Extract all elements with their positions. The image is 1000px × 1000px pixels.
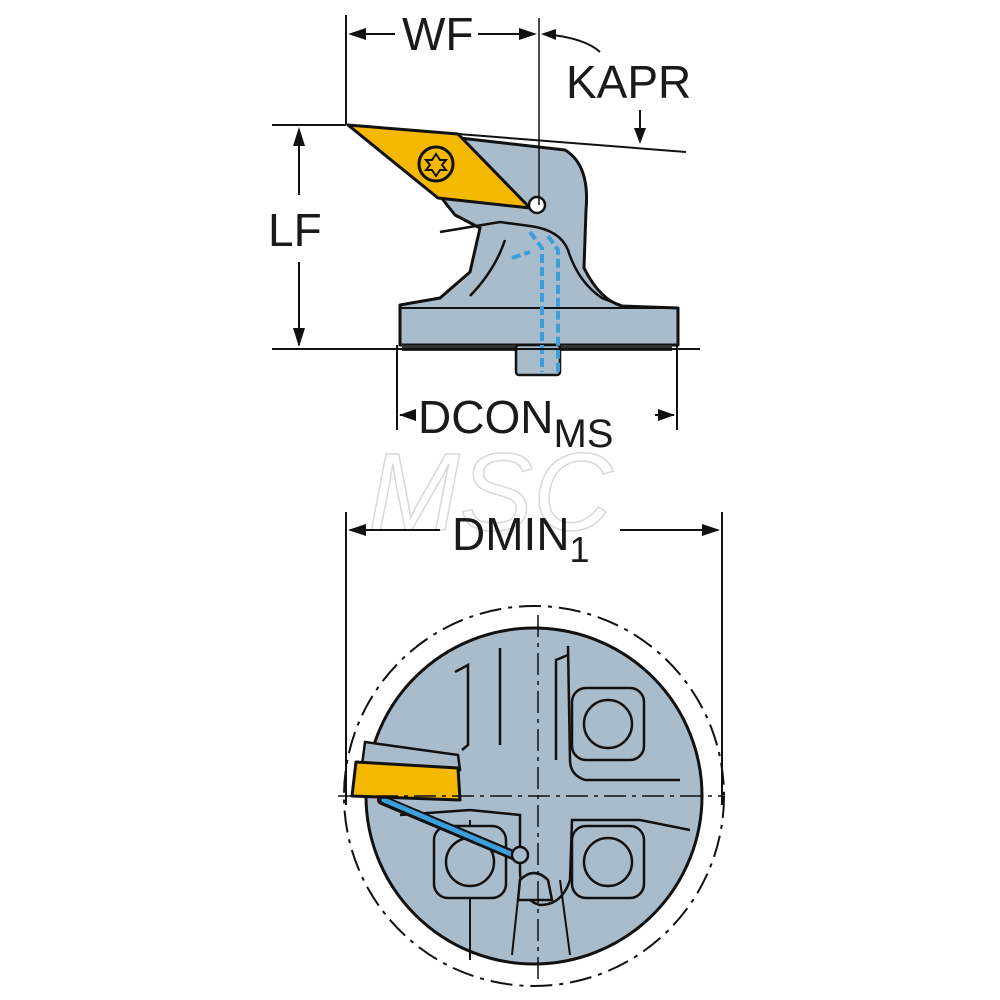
- dcon-arrow-left: [399, 409, 416, 421]
- coolant-outlet: [510, 845, 530, 865]
- dcon-label: DCONMS: [418, 391, 613, 456]
- dcon-label-main: DCON: [418, 391, 553, 443]
- dmin-reference-circle: [343, 605, 725, 987]
- insert-screw: [417, 145, 455, 183]
- screw-hole-bottom-right: [570, 824, 646, 900]
- dmin-arrow-left: [348, 524, 366, 536]
- lf-arrow-bottom: [293, 328, 305, 347]
- kapr-reference-line: [457, 133, 687, 153]
- lf-arrow-top: [293, 127, 305, 146]
- top-view-coolant-channel-fill: [381, 797, 521, 860]
- top-view-clamp-outline: [554, 645, 680, 782]
- watermark-text: MSC: [368, 431, 614, 554]
- side-view-contour: [439, 220, 621, 307]
- wf-label: WF: [402, 8, 474, 60]
- torx-icon: [423, 152, 449, 178]
- top-view-cutting-insert: [350, 760, 462, 802]
- side-view-contour-2: [469, 239, 507, 297]
- top-view-pocket-outline: [454, 648, 502, 751]
- dcon-arrow-right: [658, 409, 675, 421]
- lf-label: LF: [268, 204, 322, 256]
- screw-hole-top-right: [570, 686, 646, 762]
- kapr-arc-arrow: [541, 29, 556, 40]
- wf-arrow-right: [519, 28, 537, 40]
- insert-nose-pin: [527, 195, 547, 215]
- kapr-pointer-arrow: [634, 128, 646, 144]
- wf-arrow-left: [348, 28, 366, 40]
- dmin-label-subscript: 1: [570, 529, 590, 570]
- side-view: WF KAPR LF DCONMS: [268, 8, 700, 456]
- dmin-arrow-right: [702, 524, 720, 536]
- center-hub: [516, 871, 554, 902]
- top-view: DMIN1: [338, 508, 725, 987]
- side-view-screw-stub: [514, 343, 562, 377]
- dmin-label-main: DMIN: [452, 508, 570, 560]
- top-view-lower-outline: [399, 808, 691, 907]
- kapr-label: KAPR: [566, 56, 691, 108]
- dmin-label: DMIN1: [452, 508, 590, 570]
- coolant-channel: [511, 230, 560, 372]
- dcon-label-subscript: MS: [553, 412, 613, 456]
